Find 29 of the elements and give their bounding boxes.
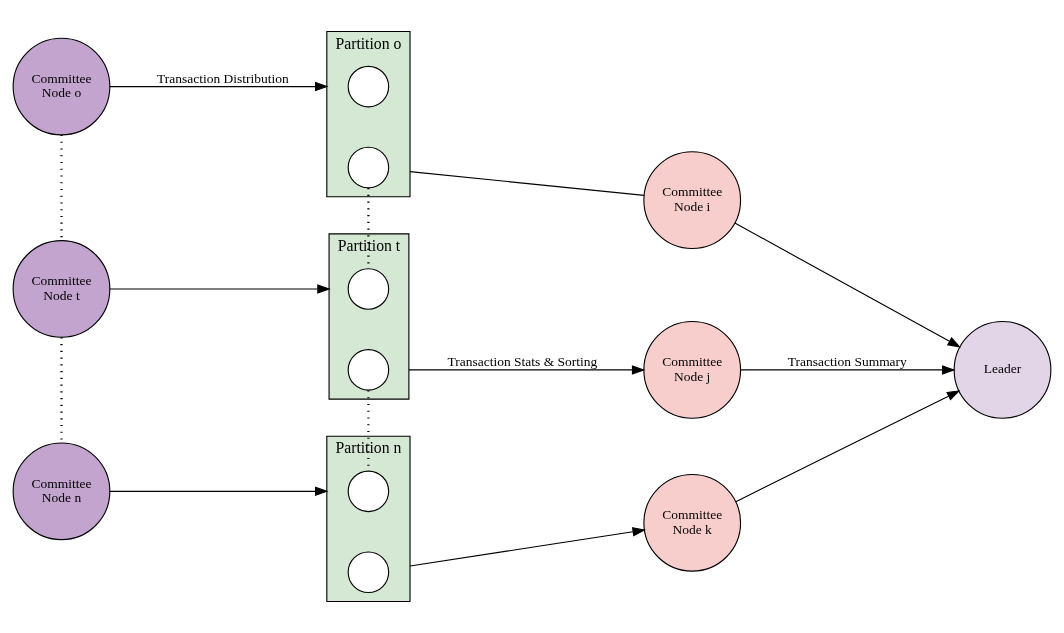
arrow [109, 284, 331, 294]
node-circle: Committee Node n [12, 442, 111, 541]
arrow [734, 222, 961, 348]
connector [409, 171, 645, 196]
edge-label: Transaction Stats & Sorting [447, 354, 598, 370]
arrow [735, 390, 961, 503]
node-circle: Committee Node i [643, 151, 742, 250]
cluster: Partition t [328, 233, 410, 400]
node-circle [347, 65, 390, 108]
edge-label: Transaction Distribution [156, 70, 289, 86]
connector [60, 337, 63, 443]
cluster: Partition n [326, 435, 411, 603]
node-circle [347, 551, 390, 594]
node-circle: Committee Node o [12, 37, 111, 136]
node-circle: Committee Node j [643, 321, 742, 419]
cluster: Partition o [326, 30, 411, 198]
node-circle: Committee Node k [643, 473, 742, 572]
arrow [109, 486, 329, 497]
node-circle [347, 349, 390, 391]
node-circle [347, 470, 390, 513]
node-circle [347, 268, 390, 310]
arrow [740, 365, 956, 375]
edge-label: Transaction Summary [787, 354, 907, 370]
node-circle: Committee Node t [12, 240, 111, 338]
arrow [408, 365, 646, 375]
node-circle: Leader [953, 321, 1052, 419]
node-circle [347, 146, 390, 189]
arrow [109, 81, 329, 92]
arrow [409, 527, 646, 567]
